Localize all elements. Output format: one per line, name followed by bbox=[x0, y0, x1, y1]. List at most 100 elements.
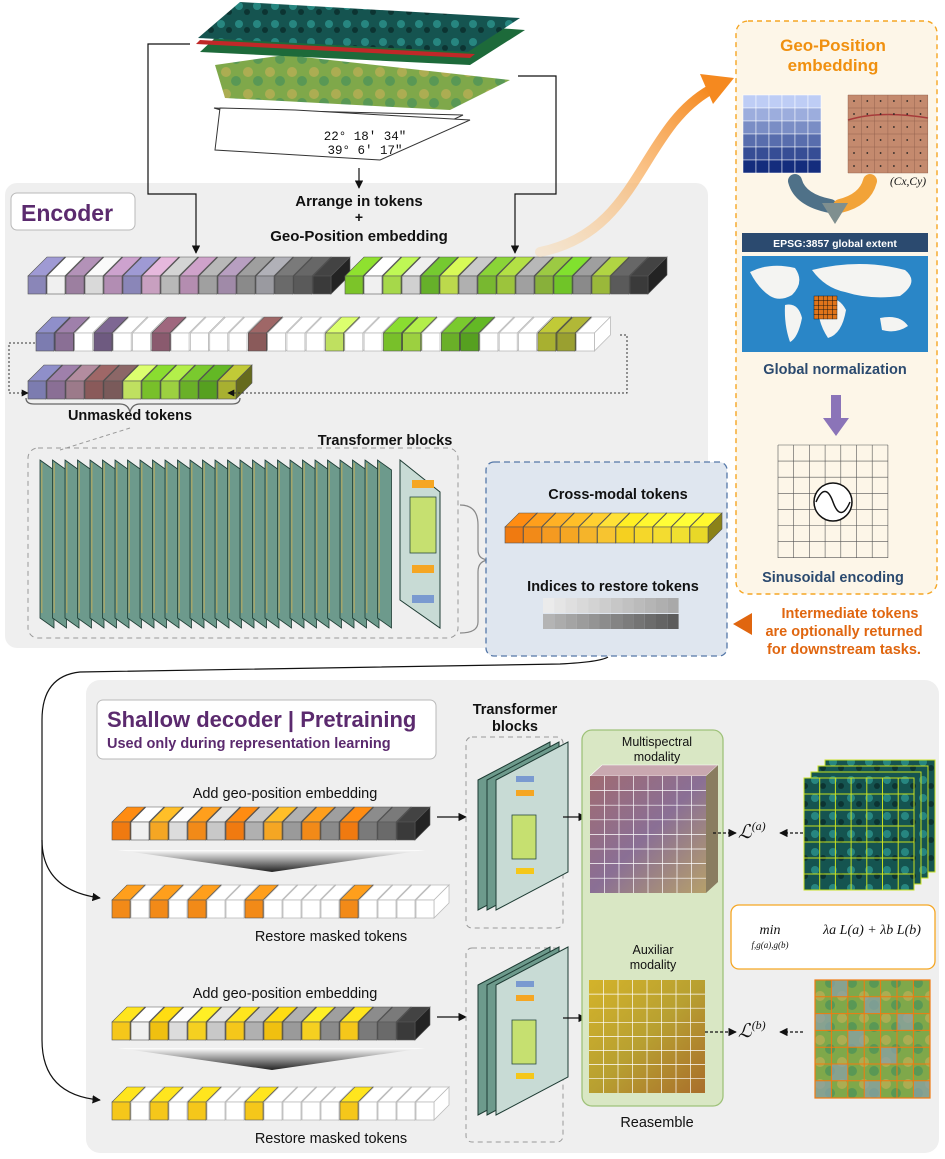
cross-modal-label: Cross-modal tokens bbox=[548, 487, 687, 503]
add-geo-label-1: Add geo-position embedding bbox=[193, 786, 378, 802]
aux-target-masked-cell bbox=[831, 980, 848, 997]
mask-connector-right bbox=[227, 334, 628, 397]
embedding-cell bbox=[794, 146, 809, 161]
unmasked-label: Unmasked tokens bbox=[68, 408, 192, 424]
transformer-layer-stripe bbox=[203, 463, 205, 613]
map-grid-cell bbox=[823, 314, 829, 320]
tile-centroid bbox=[853, 139, 855, 141]
index-cell bbox=[599, 614, 611, 629]
sinusoidal-label: Sinusoidal encoding bbox=[762, 570, 904, 586]
embedding-cell bbox=[768, 107, 783, 122]
map-grid-cell bbox=[832, 305, 838, 311]
cross-modal-token-row bbox=[504, 512, 723, 544]
transformer-layer-stripe bbox=[66, 463, 68, 613]
token-masked bbox=[575, 316, 612, 352]
transformer-layer-stripe bbox=[378, 463, 380, 613]
transformer-layer bbox=[189, 459, 205, 629]
tile-centroid bbox=[879, 165, 882, 167]
transformer-layer-stripe bbox=[153, 463, 155, 613]
token-purple bbox=[312, 256, 351, 295]
transformer-layer-stripe bbox=[141, 463, 143, 613]
map-grid-cell bbox=[827, 314, 833, 320]
dec-transformer-box-2 bbox=[465, 947, 564, 1143]
epsg-bar bbox=[742, 233, 928, 252]
transformer-layer bbox=[302, 459, 317, 629]
tile-centroid bbox=[906, 113, 909, 115]
embedding-cell bbox=[781, 120, 796, 135]
tile-with-centroids bbox=[847, 94, 929, 174]
brace-tail bbox=[59, 427, 131, 451]
aux-target-masked-cell bbox=[815, 1013, 832, 1031]
transformer-layer bbox=[327, 459, 342, 629]
decoder-norm-block bbox=[516, 776, 534, 782]
auxiliar-grid bbox=[589, 980, 705, 1093]
decoder-token-row-aux bbox=[111, 1006, 431, 1041]
tile-centroid bbox=[893, 139, 895, 141]
tile-centroid bbox=[906, 139, 909, 141]
transformer-layer bbox=[214, 459, 230, 629]
token-row-unmasked bbox=[27, 364, 253, 400]
map-grid-cell bbox=[827, 300, 833, 306]
embedding-cell bbox=[755, 133, 770, 148]
transformer-layer-stripe bbox=[303, 463, 305, 613]
global-normalization-label: Global normalization bbox=[763, 362, 906, 378]
map-grid-cell bbox=[818, 295, 824, 301]
intermediate-line2: are optionally returned bbox=[765, 624, 922, 640]
down-arrow bbox=[823, 395, 849, 436]
transformer-layer-stripe bbox=[241, 463, 243, 613]
index-cell bbox=[576, 598, 589, 613]
input-connector-left bbox=[147, 43, 201, 254]
embedding-cell bbox=[807, 120, 822, 135]
map-grid-cell bbox=[813, 305, 819, 311]
embedding-cell bbox=[781, 133, 796, 148]
encoder-to-decoder-connector-2 bbox=[41, 840, 101, 1104]
transformer-layer bbox=[77, 459, 92, 629]
tile-centroid bbox=[866, 165, 869, 167]
map-grid-cell bbox=[832, 300, 838, 306]
objective-sub: f,g(a),g(b) bbox=[752, 940, 789, 950]
transformer-layer-stripe bbox=[53, 463, 55, 613]
map-grid-cell bbox=[827, 295, 833, 301]
transformer-layer bbox=[264, 459, 280, 629]
tile-centroid bbox=[853, 113, 855, 115]
index-cell bbox=[599, 598, 611, 613]
ms-modality-line2: modality bbox=[634, 750, 681, 764]
embedding-cell bbox=[755, 94, 770, 109]
tile-centroid bbox=[866, 126, 869, 128]
transformer-layer bbox=[177, 459, 192, 629]
ms-target-layer bbox=[803, 777, 915, 891]
aux-target-masked-cell bbox=[847, 1030, 865, 1048]
tile-centroid bbox=[853, 165, 855, 167]
index-cell bbox=[565, 598, 577, 613]
map-grid-cell bbox=[813, 295, 819, 301]
funnel-2 bbox=[118, 1048, 425, 1070]
index-cell bbox=[656, 614, 668, 629]
multispectral-target bbox=[803, 759, 936, 891]
embedding-cell bbox=[768, 120, 783, 135]
transformer-layer-stripe bbox=[266, 463, 268, 613]
input-connector-right bbox=[510, 75, 557, 254]
tile-centroid bbox=[906, 126, 909, 128]
decoder-title: Shallow decoder | Pretraining bbox=[107, 707, 416, 732]
tile-centroid bbox=[906, 152, 909, 154]
embedding-cell bbox=[755, 107, 770, 122]
transformer-layer bbox=[227, 459, 242, 629]
decoder-transformer-stack-aux bbox=[477, 946, 569, 1116]
decoder-restored-row-aux bbox=[111, 1086, 450, 1121]
map-grid-cell bbox=[823, 295, 829, 301]
index-cell bbox=[633, 614, 645, 629]
embedding-cell bbox=[794, 94, 809, 109]
multispectral-cube bbox=[589, 764, 719, 893]
transformer-norm-block bbox=[412, 480, 434, 488]
sinusoid-icon bbox=[813, 482, 853, 522]
transformer-layer-stripe bbox=[191, 463, 193, 613]
transformer-layer bbox=[202, 459, 217, 629]
embedding-cell bbox=[742, 146, 757, 161]
aux-target-masked-cell bbox=[815, 1080, 832, 1098]
transformer-layer-stripe bbox=[41, 463, 43, 613]
unmasked-brace bbox=[25, 397, 241, 413]
dec-transformer-label-2: blocks bbox=[492, 719, 538, 735]
transformer-layer bbox=[114, 459, 130, 629]
index-cell bbox=[554, 598, 566, 613]
index-cell bbox=[667, 614, 679, 629]
